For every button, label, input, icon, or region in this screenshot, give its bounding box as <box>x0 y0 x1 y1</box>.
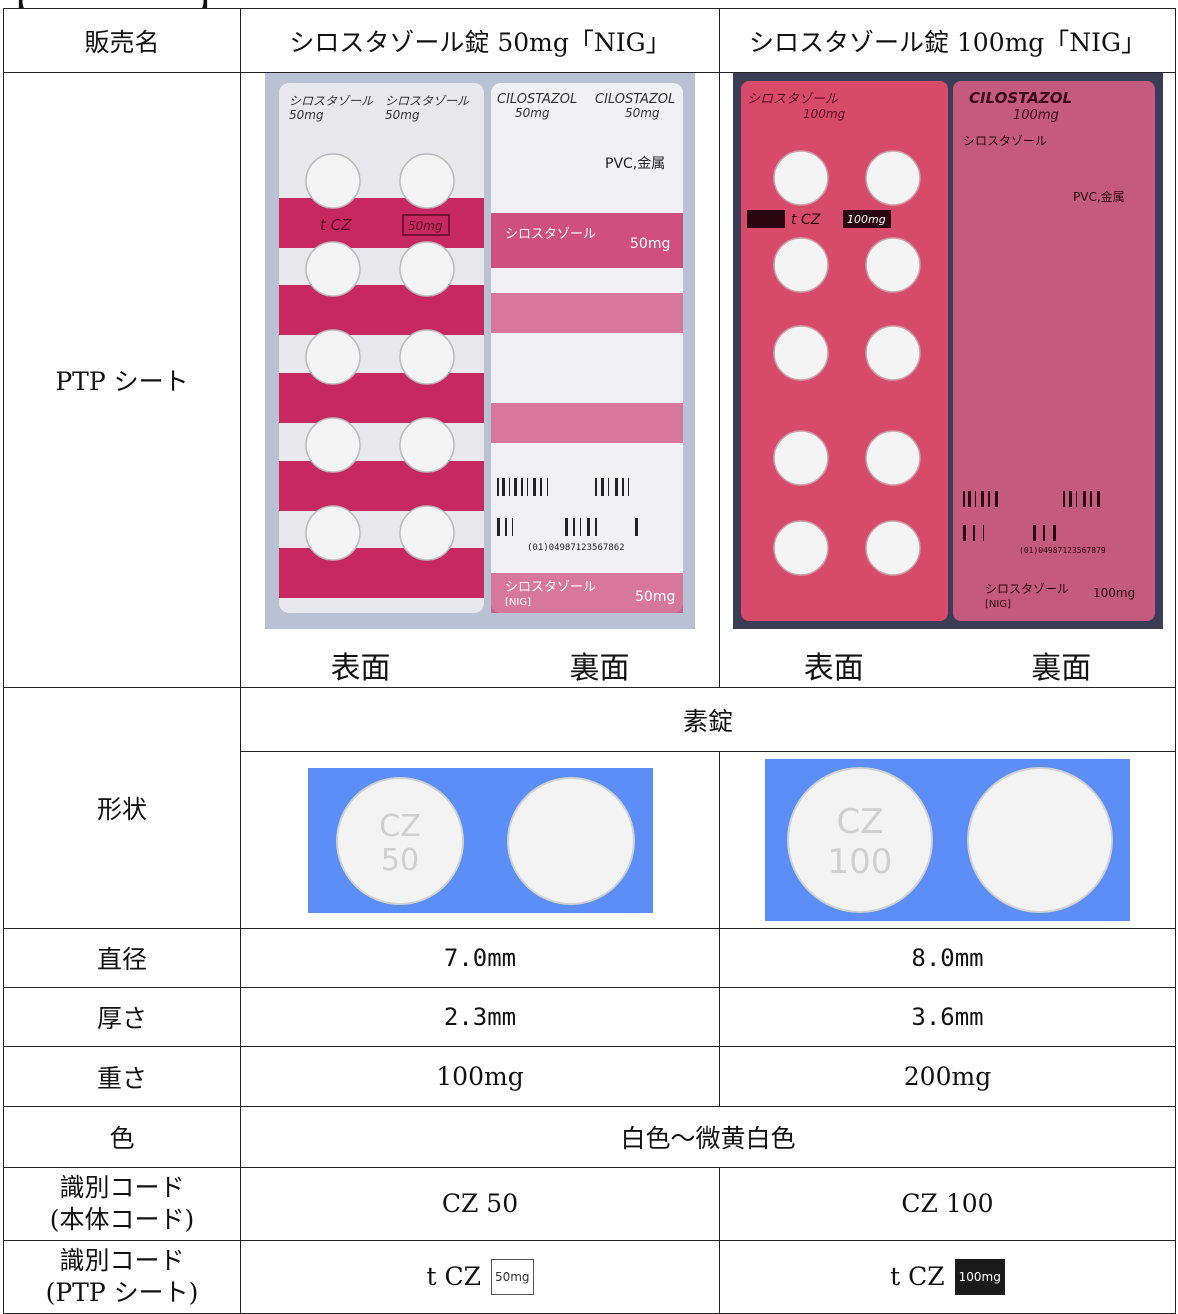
heading-fragment: 【 】 <box>0 0 1178 8</box>
ptp-cell-50mg: シロスタゾール シロスタゾール 50mg 50mg t CZ <box>240 72 720 688</box>
shape-image-row: CZ 50 CZ 100 <box>4 751 1176 929</box>
ptp-front-dose: 100mg <box>847 213 886 226</box>
ptp-back-caption: 裏面 <box>569 651 630 686</box>
shape-kind-row: 形状 素錠 <box>3 687 1176 929</box>
ptp-code-text: t CZ <box>426 1262 481 1291</box>
body-code-label: 識別コード (本体コード) <box>3 1167 241 1241</box>
ptp-back-name: シロスタゾール <box>505 227 596 242</box>
header-row: 販売名 シロスタゾール錠 50mg「NIG」 シロスタゾール錠 100mg「NI… <box>3 8 1176 73</box>
ptp-back-dose: 100mg <box>1093 586 1135 600</box>
ptp-code-label-line1: 識別コード <box>59 1246 185 1275</box>
ptp-back-brand: CILOSTAZOL <box>595 92 675 107</box>
weight-label: 重さ <box>3 1046 241 1107</box>
ptp-back-pvc: PVC,金属 <box>605 156 665 172</box>
ptp-back-nig: [NIG] <box>985 599 1011 610</box>
weight-50mg: 100mg <box>240 1046 720 1107</box>
product-name-100mg: シロスタゾール錠 100mg「NIG」 <box>719 8 1176 73</box>
ptp-back-name: シロスタゾール <box>985 582 1069 596</box>
ptp-back-pvc: PVC,金属 <box>1073 189 1125 204</box>
ptp-back-barcode: (01)04987123567879 <box>1019 546 1106 555</box>
shape-cell-50mg: CZ 50 <box>240 751 720 929</box>
ptp-front-name: シロスタゾール <box>289 94 374 108</box>
ptp-back-100mg: CILOSTAZOL 100mg シロスタゾール PVC,金属 (01) <box>952 81 1155 621</box>
tablet-imprint-bottom: 100 <box>828 842 893 882</box>
shape-kind: 素錠 <box>240 687 1176 752</box>
ptp-code-dose-box: 50mg <box>490 1259 534 1295</box>
ptp-front-code: t CZ <box>320 216 352 234</box>
ptp-back-nig: [NIG] <box>505 597 531 608</box>
ptp-code-100mg: t CZ 100mg <box>719 1240 1176 1314</box>
color-label: 色 <box>3 1106 241 1168</box>
tablet-imprint-top: CZ <box>379 809 421 844</box>
diameter-50mg: 7.0mm <box>240 928 720 988</box>
ptp-back-brand: CILOSTAZOL <box>497 92 577 107</box>
ptp-front-dose: 50mg <box>289 108 324 122</box>
ptp-back-dose: 50mg <box>630 236 670 252</box>
ptp-back-brand: CILOSTAZOL <box>969 89 1072 107</box>
product-spec-table: 販売名 シロスタゾール錠 50mg「NIG」 シロスタゾール錠 100mg「NI… <box>3 8 1176 1314</box>
tablet-photo-100mg: CZ 100 <box>765 759 1130 921</box>
ptp-code-50mg: t CZ 50mg <box>240 1240 720 1314</box>
body-code-50mg: CZ 50 <box>240 1167 720 1241</box>
ptp-front-dose: 50mg <box>385 108 420 122</box>
body-code-label-line1: 識別コード <box>59 1173 185 1202</box>
ptp-back-dose: 50mg <box>515 106 550 120</box>
ptp-back-name: シロスタゾール <box>505 580 596 595</box>
ptp-front-name: シロスタゾール <box>385 94 470 108</box>
ptp-sheet-photo-100mg: シロスタゾール 100mg t CZ 100mg <box>732 73 1163 629</box>
tablet-photo-50mg: CZ 50 <box>307 767 653 913</box>
ptp-front-code: t CZ <box>791 212 821 228</box>
body-code-row: 識別コード (本体コード) CZ 50 CZ 100 <box>3 1167 1176 1241</box>
ptp-back-name: シロスタゾール <box>963 134 1047 148</box>
ptp-front-caption: 表面 <box>330 651 391 686</box>
ptp-front-caption: 表面 <box>803 651 864 686</box>
thickness-label: 厚さ <box>3 987 241 1047</box>
color-row: 色 白色～微黄白色 <box>3 1106 1176 1168</box>
ptp-label: PTP シート <box>3 72 241 688</box>
ptp-back-dose: 100mg <box>1013 108 1059 123</box>
diameter-label: 直径 <box>3 928 241 988</box>
color-value: 白色～微黄白色 <box>240 1106 1176 1168</box>
ptp-sheet-photo-50mg: シロスタゾール シロスタゾール 50mg 50mg t CZ <box>265 73 695 629</box>
ptp-code-text: t CZ <box>890 1262 945 1291</box>
diameter-100mg: 8.0mm <box>719 928 1176 988</box>
shape-label: 形状 <box>3 687 241 929</box>
shape-cell-100mg: CZ 100 <box>719 751 1176 929</box>
header-label: 販売名 <box>3 8 241 73</box>
ptp-back-dose: 50mg <box>635 589 675 605</box>
ptp-front-name: シロスタゾール <box>747 91 839 107</box>
ptp-back-dose: 50mg <box>625 106 660 120</box>
thickness-100mg: 3.6mm <box>719 987 1176 1047</box>
ptp-code-row: 識別コード (PTP シート) t CZ 50mg t CZ 100mg <box>3 1240 1176 1314</box>
ptp-front-100mg: シロスタゾール 100mg t CZ 100mg <box>740 81 948 621</box>
body-code-label-line2: (本体コード) <box>49 1205 195 1234</box>
weight-row: 重さ 100mg 200mg <box>3 1046 1176 1107</box>
ptp-cell-100mg: シロスタゾール 100mg t CZ 100mg <box>719 72 1176 688</box>
ptp-front-dose: 100mg <box>803 107 846 121</box>
ptp-code-label-line2: (PTP シート) <box>45 1278 199 1307</box>
ptp-back-50mg: CILOSTAZOL CILOSTAZOL 50mg 50mg PVC,金属 シ… <box>491 83 683 613</box>
body-code-100mg: CZ 100 <box>719 1167 1176 1241</box>
ptp-row: PTP シート シロスタゾール シロスタゾール 50mg <box>3 72 1176 688</box>
ptp-front-dose: 50mg <box>408 219 443 233</box>
weight-100mg: 200mg <box>719 1046 1176 1107</box>
thickness-row: 厚さ 2.3mm 3.6mm <box>3 987 1176 1047</box>
tablet-imprint-bottom: 50 <box>380 843 418 878</box>
ptp-back-caption: 裏面 <box>1031 651 1092 686</box>
ptp-code-label: 識別コード (PTP シート) <box>3 1240 241 1314</box>
diameter-row: 直径 7.0mm 8.0mm <box>3 928 1176 988</box>
tablet-imprint-top: CZ <box>836 802 883 842</box>
ptp-front-50mg: シロスタゾール シロスタゾール 50mg 50mg t CZ <box>279 83 484 613</box>
thickness-50mg: 2.3mm <box>240 987 720 1047</box>
ptp-back-barcode: (01)04987123567862 <box>527 543 625 553</box>
ptp-code-dose-box: 100mg <box>954 1259 1005 1295</box>
product-name-50mg: シロスタゾール錠 50mg「NIG」 <box>240 8 720 73</box>
